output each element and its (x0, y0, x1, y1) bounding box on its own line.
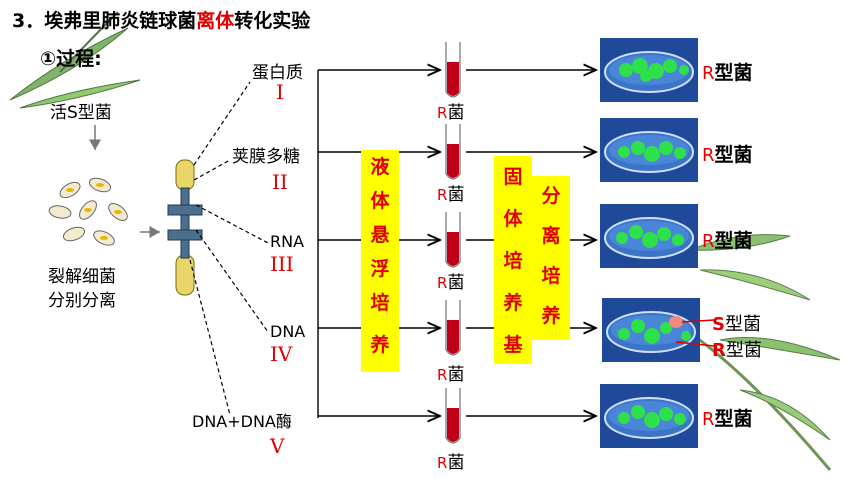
result-2: R型菌 (702, 144, 753, 166)
title-prefix: 3．埃弗里肺炎链球菌 (12, 10, 197, 32)
tube-label-5: R菌 (437, 453, 465, 473)
slide-title: 3．埃弗里肺炎链球菌离体转化实验 (12, 6, 310, 33)
test-tube-2 (445, 124, 461, 180)
result-4-s: S型菌 (712, 314, 761, 335)
bamboo-leaf-decoration-top-left (9, 11, 141, 109)
petri-dish-4 (602, 298, 715, 362)
bacteria-cells (48, 177, 128, 246)
test-tube-1 (445, 42, 461, 98)
numeral-1: I (276, 80, 284, 104)
test-tube-3 (445, 212, 461, 268)
petri-dish-1 (600, 38, 698, 102)
tube-label-1: R菌 (437, 103, 465, 123)
title-suffix: 转化实验 (234, 10, 311, 32)
process-label: ①过程: (40, 48, 102, 70)
lysis-label-line2: 分别分离 (48, 291, 116, 311)
test-tubes (445, 42, 461, 444)
dashed-connectors (189, 81, 269, 416)
petri-dish-3 (600, 204, 698, 268)
numeral-2: II (272, 170, 288, 194)
tube-label-3: R菌 (437, 273, 465, 293)
component-rna: RNA (270, 232, 305, 251)
tube-label-2: R菌 (437, 185, 465, 205)
liquid-culture-label: 液体悬浮培养 (361, 150, 399, 372)
numeral-4: IV (270, 342, 293, 366)
separation-culture-label: 分离培养 (532, 176, 570, 340)
petri-dish-2 (600, 118, 698, 182)
result-4-r: R型菌 (712, 340, 762, 361)
numeral-3: III (270, 252, 294, 276)
numeral-5: V (270, 434, 285, 458)
test-tube-5 (445, 388, 461, 444)
petri-dish-5 (600, 384, 698, 448)
tube-label-4: R菌 (437, 365, 465, 385)
lysis-label-line1: 裂解细菌 (48, 267, 116, 287)
title-highlight: 离体 (196, 10, 235, 32)
result-5: R型菌 (702, 408, 753, 430)
component-dna-dnase: DNA+DNA酶 (192, 412, 292, 431)
s-colony (669, 316, 683, 328)
source-label: 活S型菌 (50, 103, 112, 123)
result-1: R型菌 (702, 62, 753, 84)
component-dna: DNA (270, 322, 306, 341)
result-3: R型菌 (702, 230, 753, 252)
component-polysaccharide: 荚膜多糖 (232, 147, 300, 167)
solid-medium-label: 固体培养基 (494, 156, 532, 364)
separation-apparatus (167, 159, 203, 296)
test-tube-4 (445, 300, 461, 356)
component-protein: 蛋白质 (252, 63, 303, 83)
petri-dishes (600, 38, 715, 448)
